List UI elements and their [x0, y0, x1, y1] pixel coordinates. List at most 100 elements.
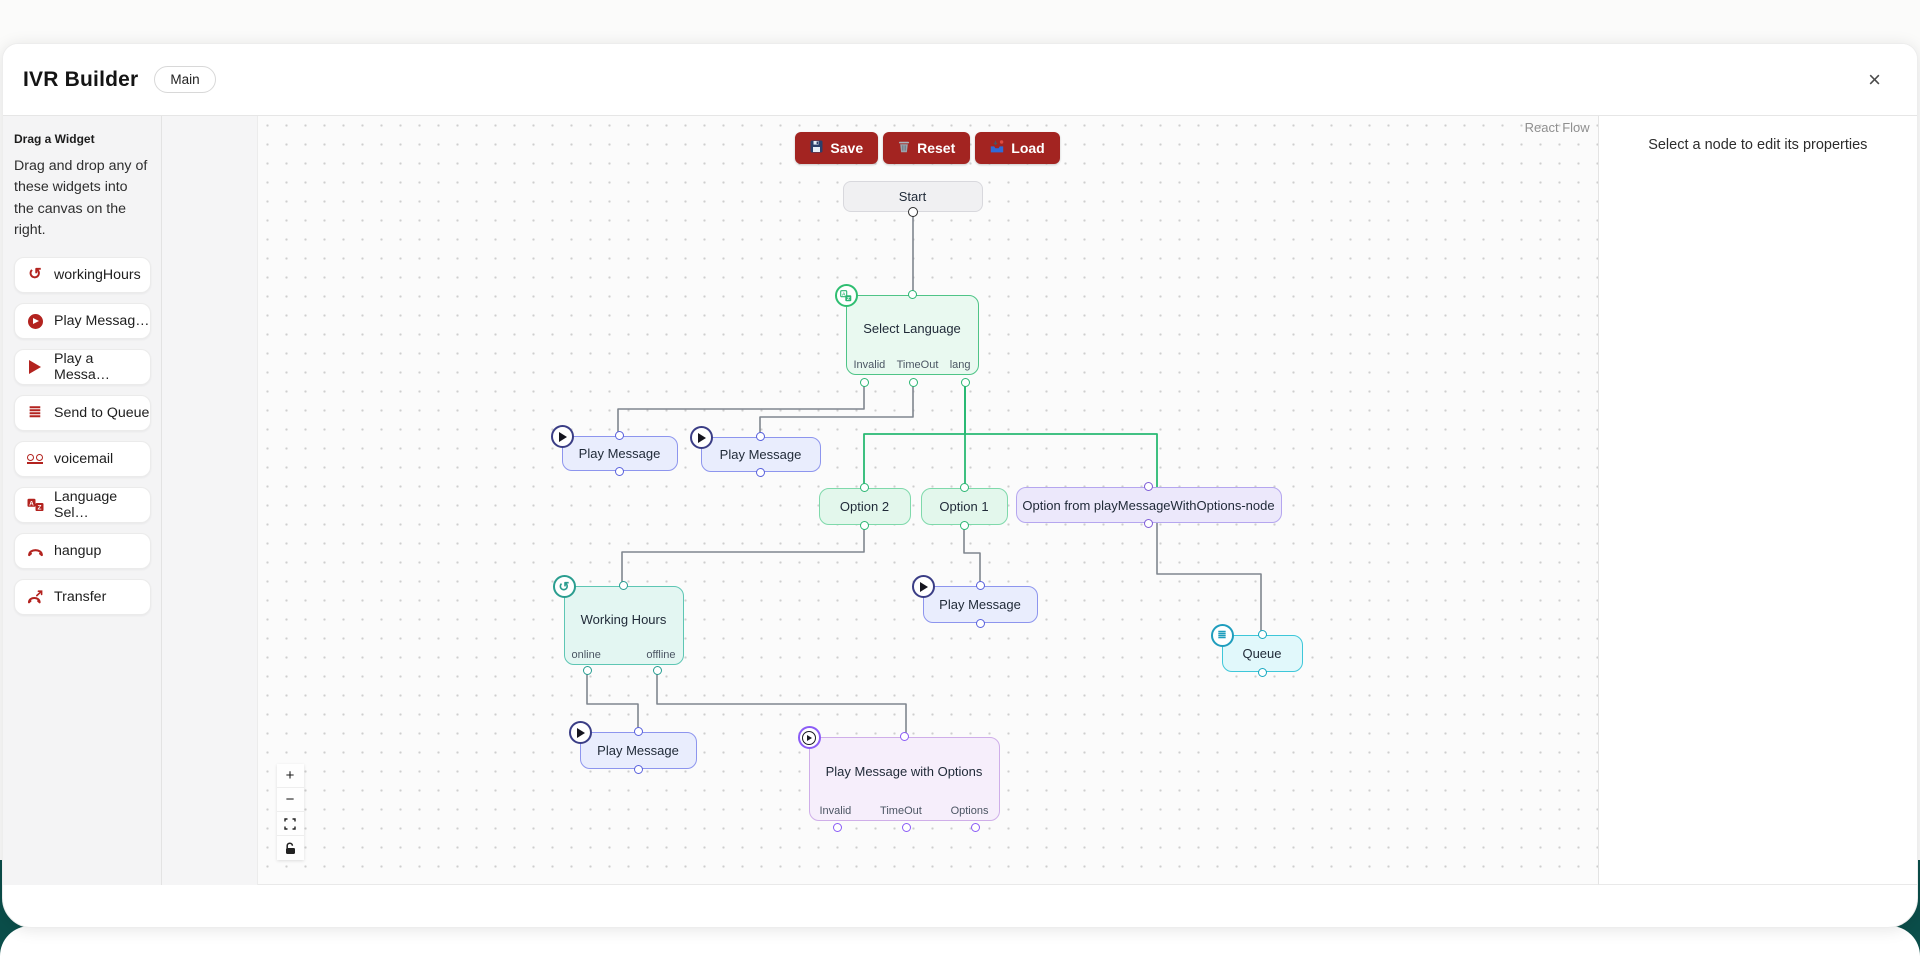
handle-source-timeout[interactable]	[908, 378, 918, 387]
node-option-1[interactable]: Option 1	[920, 483, 1008, 530]
handle-target[interactable]	[975, 581, 985, 590]
widget-hangup[interactable]: hangup	[14, 533, 151, 570]
handle-source[interactable]	[1257, 668, 1267, 677]
handle-source-invalid[interactable]	[859, 378, 869, 387]
widget-transfer[interactable]: Transfer	[14, 579, 151, 616]
play-icon	[911, 575, 935, 598]
handle-source[interactable]	[959, 521, 969, 530]
handle-target[interactable]	[860, 483, 869, 492]
handle-target[interactable]	[959, 483, 969, 492]
play-circle-icon	[797, 726, 821, 749]
output-labels: Invalid TimeOut Options	[819, 805, 989, 817]
modal-header: IVR Builder Main ×	[3, 44, 1917, 116]
edge-lang-option2	[862, 383, 966, 489]
node-label: Queue	[1242, 646, 1282, 661]
handle-target[interactable]	[756, 432, 765, 441]
handle-source-offline[interactable]	[652, 666, 662, 675]
handle-source[interactable]	[615, 467, 624, 476]
handle-target[interactable]	[1257, 630, 1267, 639]
node-label: Working Hours	[580, 612, 667, 627]
handle-source-invalid[interactable]	[832, 823, 842, 832]
properties-panel: Select a node to edit its properties	[1597, 116, 1917, 885]
widget-label: Play Messag…	[54, 313, 150, 330]
modal-body: Drag a Widget Drag and drop any of these…	[3, 116, 1917, 885]
svg-text:Z: Z	[847, 296, 850, 302]
edge-offline-playmessagewithoptions	[655, 670, 907, 738]
fit-view-button[interactable]	[276, 812, 304, 836]
handle-source[interactable]	[1144, 519, 1153, 528]
lock-button[interactable]	[276, 836, 304, 860]
node-start[interactable]: Start	[842, 181, 983, 217]
handle-source-lang[interactable]	[960, 378, 970, 387]
handle-source-online[interactable]	[582, 666, 592, 675]
widget-label: hangup	[54, 543, 102, 560]
node-working-hours[interactable]: ↺ Working Hours online offline	[552, 575, 684, 675]
widget-label: Send to Queue	[54, 405, 150, 422]
handle-source[interactable]	[975, 619, 985, 628]
flow-badge-main[interactable]: Main	[154, 66, 216, 93]
zoom-in-button[interactable]: +	[276, 764, 304, 788]
voicemail-icon	[25, 454, 45, 465]
handle-target[interactable]	[615, 431, 624, 440]
node-play-message-option1[interactable]: Play Message	[911, 575, 1038, 628]
edge-online-playmessage	[585, 670, 639, 733]
flow-canvas[interactable]: React Flow Save Reset Load	[257, 116, 1598, 885]
handle-target[interactable]	[899, 732, 909, 741]
handle-source[interactable]	[633, 765, 643, 774]
play-icon	[689, 426, 713, 449]
save-button[interactable]: Save	[795, 132, 879, 164]
widget-play-message[interactable]: Play Messag…	[14, 303, 151, 340]
node-option-from-playmessagewithoptions[interactable]: Option from playMessageWithOptions-node	[1015, 482, 1282, 528]
widget-label: workingHours	[54, 267, 141, 284]
node-option-2[interactable]: Option 2	[818, 483, 911, 530]
handle-source[interactable]	[756, 468, 765, 477]
handle-source-timeout[interactable]	[901, 823, 911, 832]
output-labels: Invalid TimeOut lang	[853, 359, 971, 371]
handle-source[interactable]	[907, 207, 918, 217]
handle-target[interactable]	[907, 290, 917, 299]
floppy-icon	[810, 140, 823, 156]
widget-voicemail[interactable]: voicemail	[14, 441, 151, 478]
history-icon: ↺	[552, 575, 576, 598]
page-title: IVR Builder	[23, 67, 139, 91]
node-label: Play Message	[719, 447, 802, 462]
node-label: Option 1	[939, 499, 989, 514]
widget-label: Play a Messa…	[54, 351, 110, 384]
node-play-message-timeout[interactable]: Play Message	[689, 426, 821, 477]
node-label: Option from playMessageWithOptions-node	[1022, 497, 1275, 513]
handle-target[interactable]	[619, 581, 628, 590]
node-play-message-with-options[interactable]: Play Message with Options Invalid TimeOu…	[797, 726, 1000, 832]
ivr-builder-modal: IVR Builder Main × Drag a Widget Drag an…	[2, 43, 1918, 928]
output-labels: online offline	[571, 649, 676, 661]
widget-working-hours[interactable]: ↺ workingHours	[14, 257, 151, 294]
node-label: Play Message	[939, 597, 1021, 612]
fit-view-icon	[284, 817, 296, 830]
node-queue[interactable]: ≣ Queue	[1210, 624, 1303, 677]
node-play-message-invalid[interactable]: Play Message	[550, 425, 678, 476]
handle-source-options[interactable]	[970, 823, 980, 832]
handle-source[interactable]	[860, 521, 869, 530]
zoom-out-button[interactable]: −	[276, 788, 304, 812]
svg-text:A: A	[29, 500, 34, 507]
properties-placeholder: Select a node to edit its properties	[1648, 137, 1868, 153]
edge-invalid-playmessage	[616, 383, 865, 437]
history-icon: ↺	[28, 266, 42, 284]
node-label: Play Message with Options	[825, 763, 983, 779]
queue-lines-icon: ≣	[28, 404, 42, 422]
load-button[interactable]: Load	[975, 132, 1060, 164]
widget-play-a-message[interactable]: Play a Messa…	[14, 349, 151, 386]
play-icon	[25, 360, 45, 375]
node-play-message-online[interactable]: Play Message	[568, 721, 697, 774]
edge-lang-optionfrom	[963, 383, 1158, 488]
reset-button[interactable]: Reset	[883, 132, 971, 164]
close-icon[interactable]: ×	[1868, 66, 1881, 92]
edge-timeout-playmessage	[758, 383, 914, 438]
handle-target[interactable]	[633, 727, 643, 736]
handle-target[interactable]	[1144, 482, 1153, 491]
flow-controls: + −	[276, 764, 304, 860]
trash-icon	[898, 140, 910, 156]
widget-send-to-queue[interactable]: ≣ Send to Queue	[14, 395, 151, 432]
